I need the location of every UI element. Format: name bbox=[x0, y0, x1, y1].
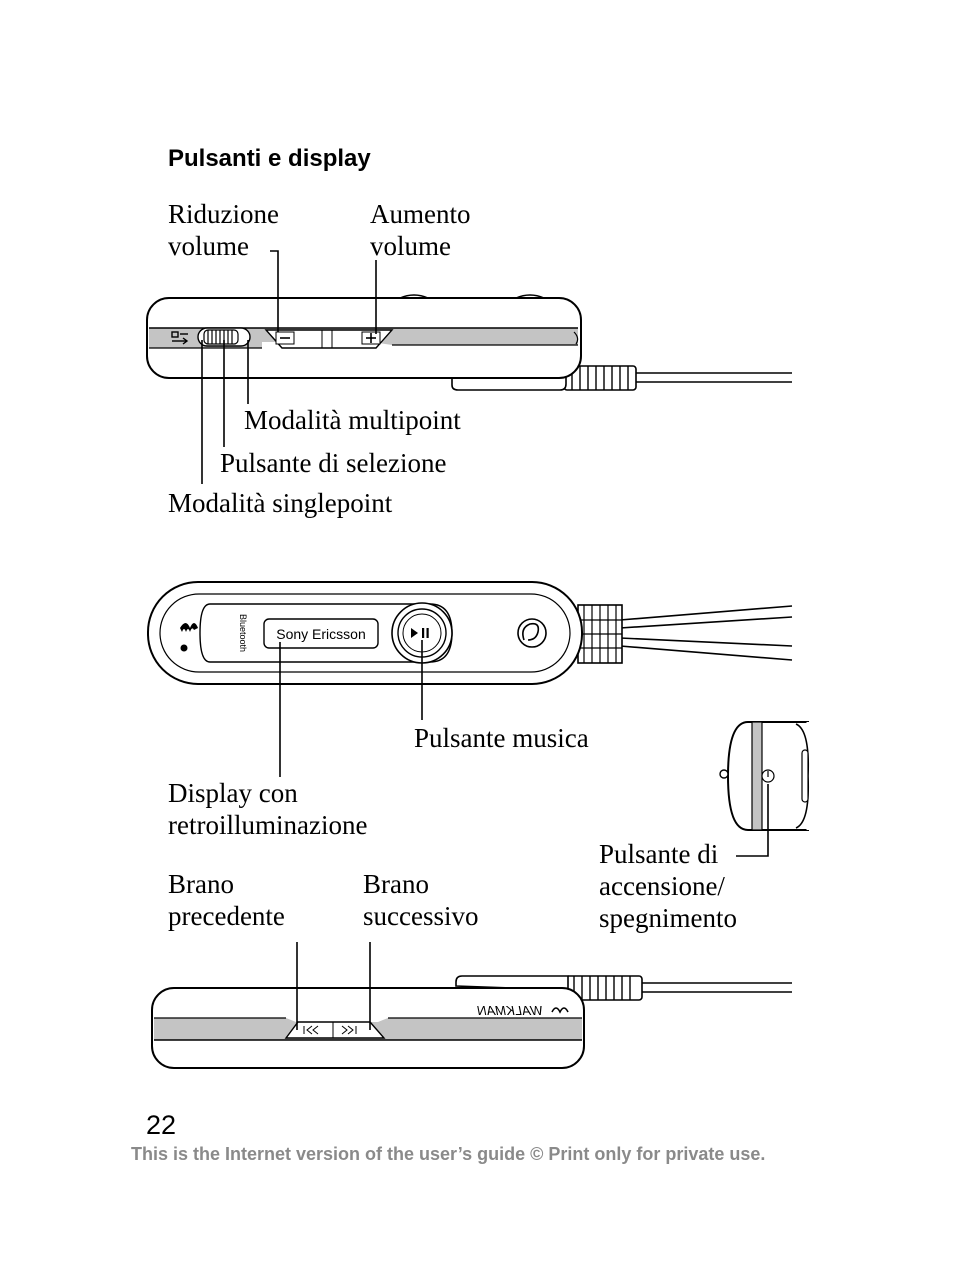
label-singlepoint: Modalità singlepoint bbox=[168, 488, 393, 518]
label-music-button: Pulsante musica bbox=[414, 723, 589, 753]
label-volume-up-line1: Aumento bbox=[370, 199, 471, 229]
page-number: 22 bbox=[146, 1110, 177, 1140]
device-end-view bbox=[719, 721, 810, 857]
label-power-line1: Pulsante di bbox=[599, 839, 719, 869]
footer-notice: This is the Internet version of the user… bbox=[131, 1144, 766, 1164]
section-heading: Pulsanti e display bbox=[168, 145, 371, 172]
label-prev-track-line2: precedente bbox=[168, 901, 285, 931]
brand-text: Sony Ericsson bbox=[276, 626, 365, 642]
label-next-track-line1: Brano bbox=[363, 869, 429, 899]
label-volume-down: Riduzione volume bbox=[168, 198, 279, 262]
label-display-line2: retroilluminazione bbox=[168, 810, 368, 840]
label-power: Pulsante di accensione/ spegnimento bbox=[599, 838, 737, 934]
label-prev-track-line1: Brano bbox=[168, 869, 234, 899]
device-side-view bbox=[146, 250, 792, 484]
sony-ericsson-logo-icon bbox=[517, 618, 547, 648]
label-prev-track: Brano precedente bbox=[168, 868, 285, 932]
label-multipoint: Modalità multipoint bbox=[244, 405, 461, 435]
bluetooth-label: Bluetooth bbox=[238, 614, 248, 652]
label-next-track: Brano successivo bbox=[363, 868, 478, 932]
label-volume-down-line1: Riduzione bbox=[168, 199, 279, 229]
label-power-line2: accensione/ bbox=[599, 871, 725, 901]
label-power-line3: spegnimento bbox=[599, 903, 737, 933]
prev-track-icon bbox=[303, 1025, 319, 1035]
device-front-view: Bluetooth Sony Ericsson bbox=[147, 581, 793, 777]
label-display-line1: Display con bbox=[168, 778, 298, 808]
label-volume-down-line2: volume bbox=[168, 231, 249, 261]
walkman-wordmark: WALKMAN bbox=[477, 1003, 543, 1018]
label-select-button: Pulsante di selezione bbox=[220, 448, 447, 478]
play-pause-icon bbox=[411, 628, 429, 638]
walkman-logo-icon bbox=[180, 623, 198, 652]
display-screen bbox=[263, 618, 379, 649]
label-display: Display con retroilluminazione bbox=[168, 777, 367, 841]
label-volume-up-line2: volume bbox=[370, 231, 451, 261]
label-volume-up: Aumento volume bbox=[370, 198, 471, 262]
next-track-icon bbox=[341, 1025, 357, 1035]
label-next-track-line2: successivo bbox=[363, 901, 479, 931]
device-back-view: WALKMAN bbox=[151, 942, 792, 1069]
